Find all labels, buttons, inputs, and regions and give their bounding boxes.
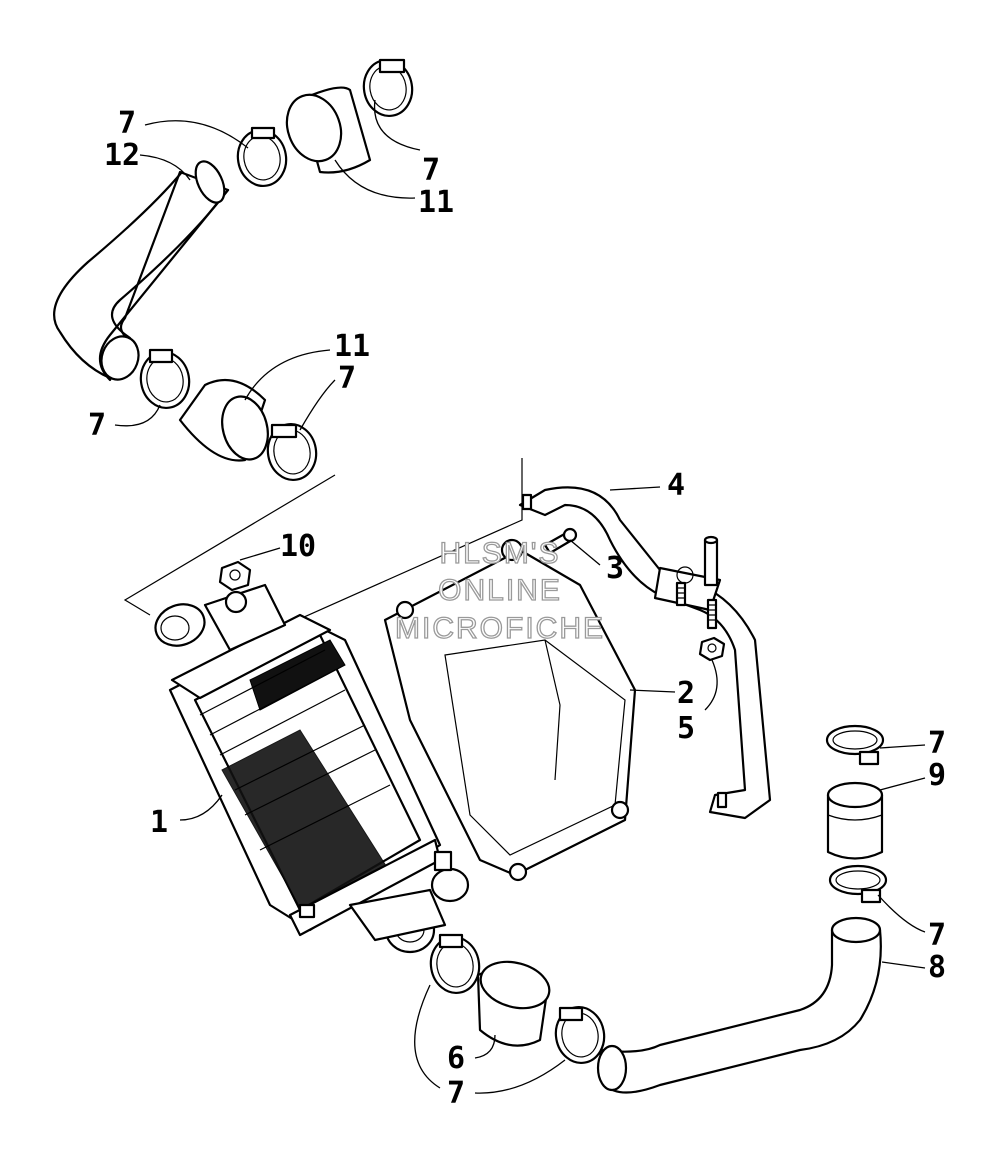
hose-8[interactable] [596, 916, 882, 1094]
callout-7-mid-left: 7 [88, 408, 106, 443]
callout-7-right-lower: 7 [928, 918, 946, 953]
hose-clamp-top-right[interactable] [360, 56, 417, 119]
callout-7-bottom: 7 [447, 1076, 465, 1111]
callout-labels: 7 12 7 11 11 7 7 4 10 3 2 5 7 9 1 7 8 6 … [88, 106, 946, 1111]
hose-clamp-bottom-right[interactable] [552, 1003, 609, 1066]
callout-11-mid: 11 [334, 329, 370, 364]
bolt-top-bracket[interactable] [521, 493, 533, 511]
nut-5[interactable] [698, 636, 726, 662]
callout-1: 1 [150, 805, 168, 840]
stud-bolt-right[interactable] [706, 598, 718, 630]
callout-5: 5 [677, 711, 695, 746]
watermark-line-2: ONLINE [438, 574, 562, 607]
coupler-9[interactable] [826, 781, 884, 860]
callout-10: 10 [280, 529, 316, 564]
callout-7-right-upper: 7 [928, 726, 946, 761]
stud-bolt-top[interactable] [703, 535, 719, 587]
leader-lines [114, 99, 926, 1094]
watermark-line-3: MICROFICHE [395, 612, 605, 645]
mounting-bracket-4[interactable] [518, 486, 772, 820]
callout-4: 4 [667, 468, 685, 503]
hose-clamp-top-left[interactable] [234, 126, 291, 189]
hose-clamp-bottom-left[interactable] [427, 933, 484, 996]
coupler-6[interactable] [475, 955, 554, 1047]
callout-12: 12 [104, 138, 140, 173]
hose-clamp-mid-right[interactable] [264, 420, 321, 483]
callout-7-top-right: 7 [422, 153, 440, 188]
coupler-11-top[interactable] [278, 86, 372, 174]
intercooler-shroud[interactable] [383, 538, 637, 882]
callout-2: 2 [677, 676, 695, 711]
hose-clamp-right-upper[interactable] [825, 724, 885, 766]
watermark: HLSM'S ONLINE MICROFICHE [394, 536, 605, 645]
assembly-reference-line-left [123, 474, 336, 616]
coupler-11-mid[interactable] [178, 378, 275, 465]
hose-clamp-right-lower[interactable] [828, 864, 888, 904]
hose-12[interactable] [53, 157, 230, 385]
watermark-line-1: HLSM'S [439, 537, 560, 570]
callout-7-top-left: 7 [118, 106, 136, 141]
flange-nut-10[interactable] [218, 560, 252, 614]
callout-8: 8 [928, 950, 946, 985]
assembly-reference-line-right [229, 458, 523, 651]
intercooler-core[interactable] [150, 583, 470, 954]
callout-6: 6 [447, 1041, 465, 1076]
callout-9: 9 [928, 758, 946, 793]
callout-11-top: 11 [418, 185, 454, 220]
screw-3[interactable] [543, 527, 578, 555]
bolt-bottom-bracket[interactable] [716, 791, 728, 809]
hose-clamp-mid-left[interactable] [137, 348, 194, 411]
callout-3: 3 [606, 551, 624, 586]
stud-bolt-left[interactable] [675, 581, 687, 607]
callout-7-mid-right: 7 [338, 361, 356, 396]
